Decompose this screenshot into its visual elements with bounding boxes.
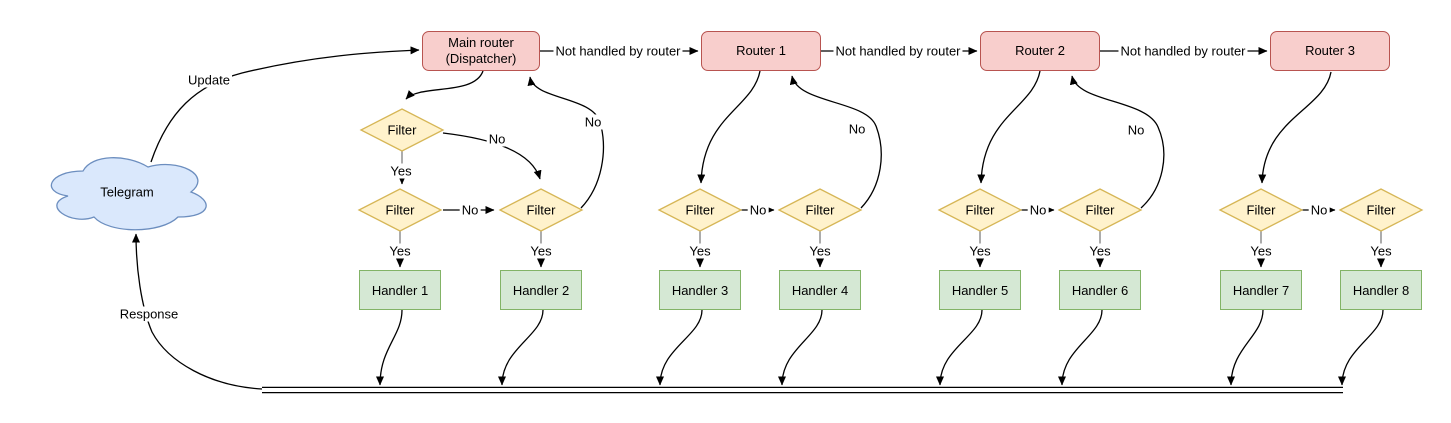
router-1-label: Router 1 [736,42,786,58]
filter-main-1-label: Filter [385,202,415,218]
handler-7-box: Handler 7 [1220,270,1302,310]
handler-8-box: Handler 8 [1340,270,1422,310]
label-no-r2-return: No [1125,122,1147,138]
filter-r2-2-label: Filter [1085,202,1115,218]
handler-4-drop-arrow [778,309,823,386]
filter-r1-1-diamond [657,188,743,232]
handler-8-label: Handler 8 [1352,282,1410,298]
label-response: Response [117,306,181,322]
handler-7-drop-arrow [1227,309,1264,386]
label-no-main-h: No [459,202,481,218]
label-no-r1-return: No [846,121,868,137]
label-update: Update [186,72,232,88]
label-not-handled-1: Not handled by router [553,43,683,59]
main-router-box: Main router (Dispatcher) [422,31,540,71]
router-2-label: Router 2 [1015,42,1065,58]
label-yes-5: Yes [967,243,993,259]
filter-main-2-diamond [498,188,584,232]
label-no-r3-h: No [1308,202,1330,218]
handler-5-label: Handler 5 [951,282,1009,298]
filter-r3-1-diamond [1218,188,1304,232]
handler-4-box: Handler 4 [779,270,861,310]
handler-1-box: Handler 1 [359,270,441,310]
edge-filter-top-no [442,132,542,180]
telegram-cloud-shape [50,157,207,231]
label-yes-1: Yes [387,243,413,259]
filter-main-top-diamond [359,108,445,152]
filter-main-2-label: Filter [526,202,556,218]
edge-r1-to-filter [697,70,761,184]
filter-r3-1-label: Filter [1246,202,1276,218]
handler-3-drop-arrow [656,309,703,386]
filter-r1-1-label: Filter [685,202,715,218]
label-yes-2: Yes [528,243,554,259]
handler-8-drop-arrow [1338,309,1384,386]
router-3-box: Router 3 [1270,31,1390,71]
edge-main-to-filter [405,70,484,100]
filter-r2-1-diamond [937,188,1023,232]
edge-r2-to-filter [977,70,1041,184]
edge-r1-return-no [789,75,882,209]
filter-r3-2-label: Filter [1366,202,1396,218]
edge-r2-return-no [1069,75,1165,209]
edge-response [132,233,263,390]
filter-r2-1-label: Filter [965,202,995,218]
label-no-r1-h: No [747,202,769,218]
handler-2-label: Handler 2 [512,282,570,298]
router-1-box: Router 1 [701,31,821,71]
handler-1-drop-arrow [376,309,403,386]
filter-r1-2-label: Filter [805,202,835,218]
handler-2-box: Handler 2 [500,270,582,310]
edge-update [150,46,420,163]
filter-r1-2-diamond [777,188,863,232]
filter-r3-2-diamond [1338,188,1424,232]
edge-r3-to-filter [1258,71,1332,184]
label-not-handled-3: Not handled by router [1118,43,1248,59]
handler-5-drop-arrow [936,309,983,386]
label-yes-3: Yes [687,243,713,259]
handler-2-drop-arrow [498,309,544,386]
handler-7-label: Handler 7 [1232,282,1290,298]
handler-5-box: Handler 5 [939,270,1021,310]
label-yes-main-top: Yes [388,163,414,179]
handler-3-label: Handler 3 [671,282,729,298]
label-not-handled-2: Not handled by router [833,43,963,59]
label-no-main-top: No [486,131,508,147]
handler-3-box: Handler 3 [659,270,741,310]
router-2-box: Router 2 [980,31,1100,71]
telegram-cloud-label: Telegram [100,184,154,200]
label-yes-8: Yes [1368,243,1394,259]
label-yes-6: Yes [1087,243,1113,259]
filter-main-top-label: Filter [387,122,417,138]
label-no-r2-h: No [1027,202,1049,218]
filter-main-1-diamond [357,188,443,232]
handler-4-label: Handler 4 [791,282,849,298]
router-3-label: Router 3 [1305,42,1355,58]
handler-6-label: Handler 6 [1071,282,1129,298]
handler-6-drop-arrow [1058,309,1103,386]
label-yes-7: Yes [1248,243,1274,259]
handler-6-box: Handler 6 [1059,270,1141,310]
label-no-main-return: No [582,114,604,130]
handler-1-label: Handler 1 [371,282,429,298]
filter-r2-2-diamond [1057,188,1143,232]
label-yes-4: Yes [807,243,833,259]
main-router-label: Main router (Dispatcher) [445,34,517,66]
